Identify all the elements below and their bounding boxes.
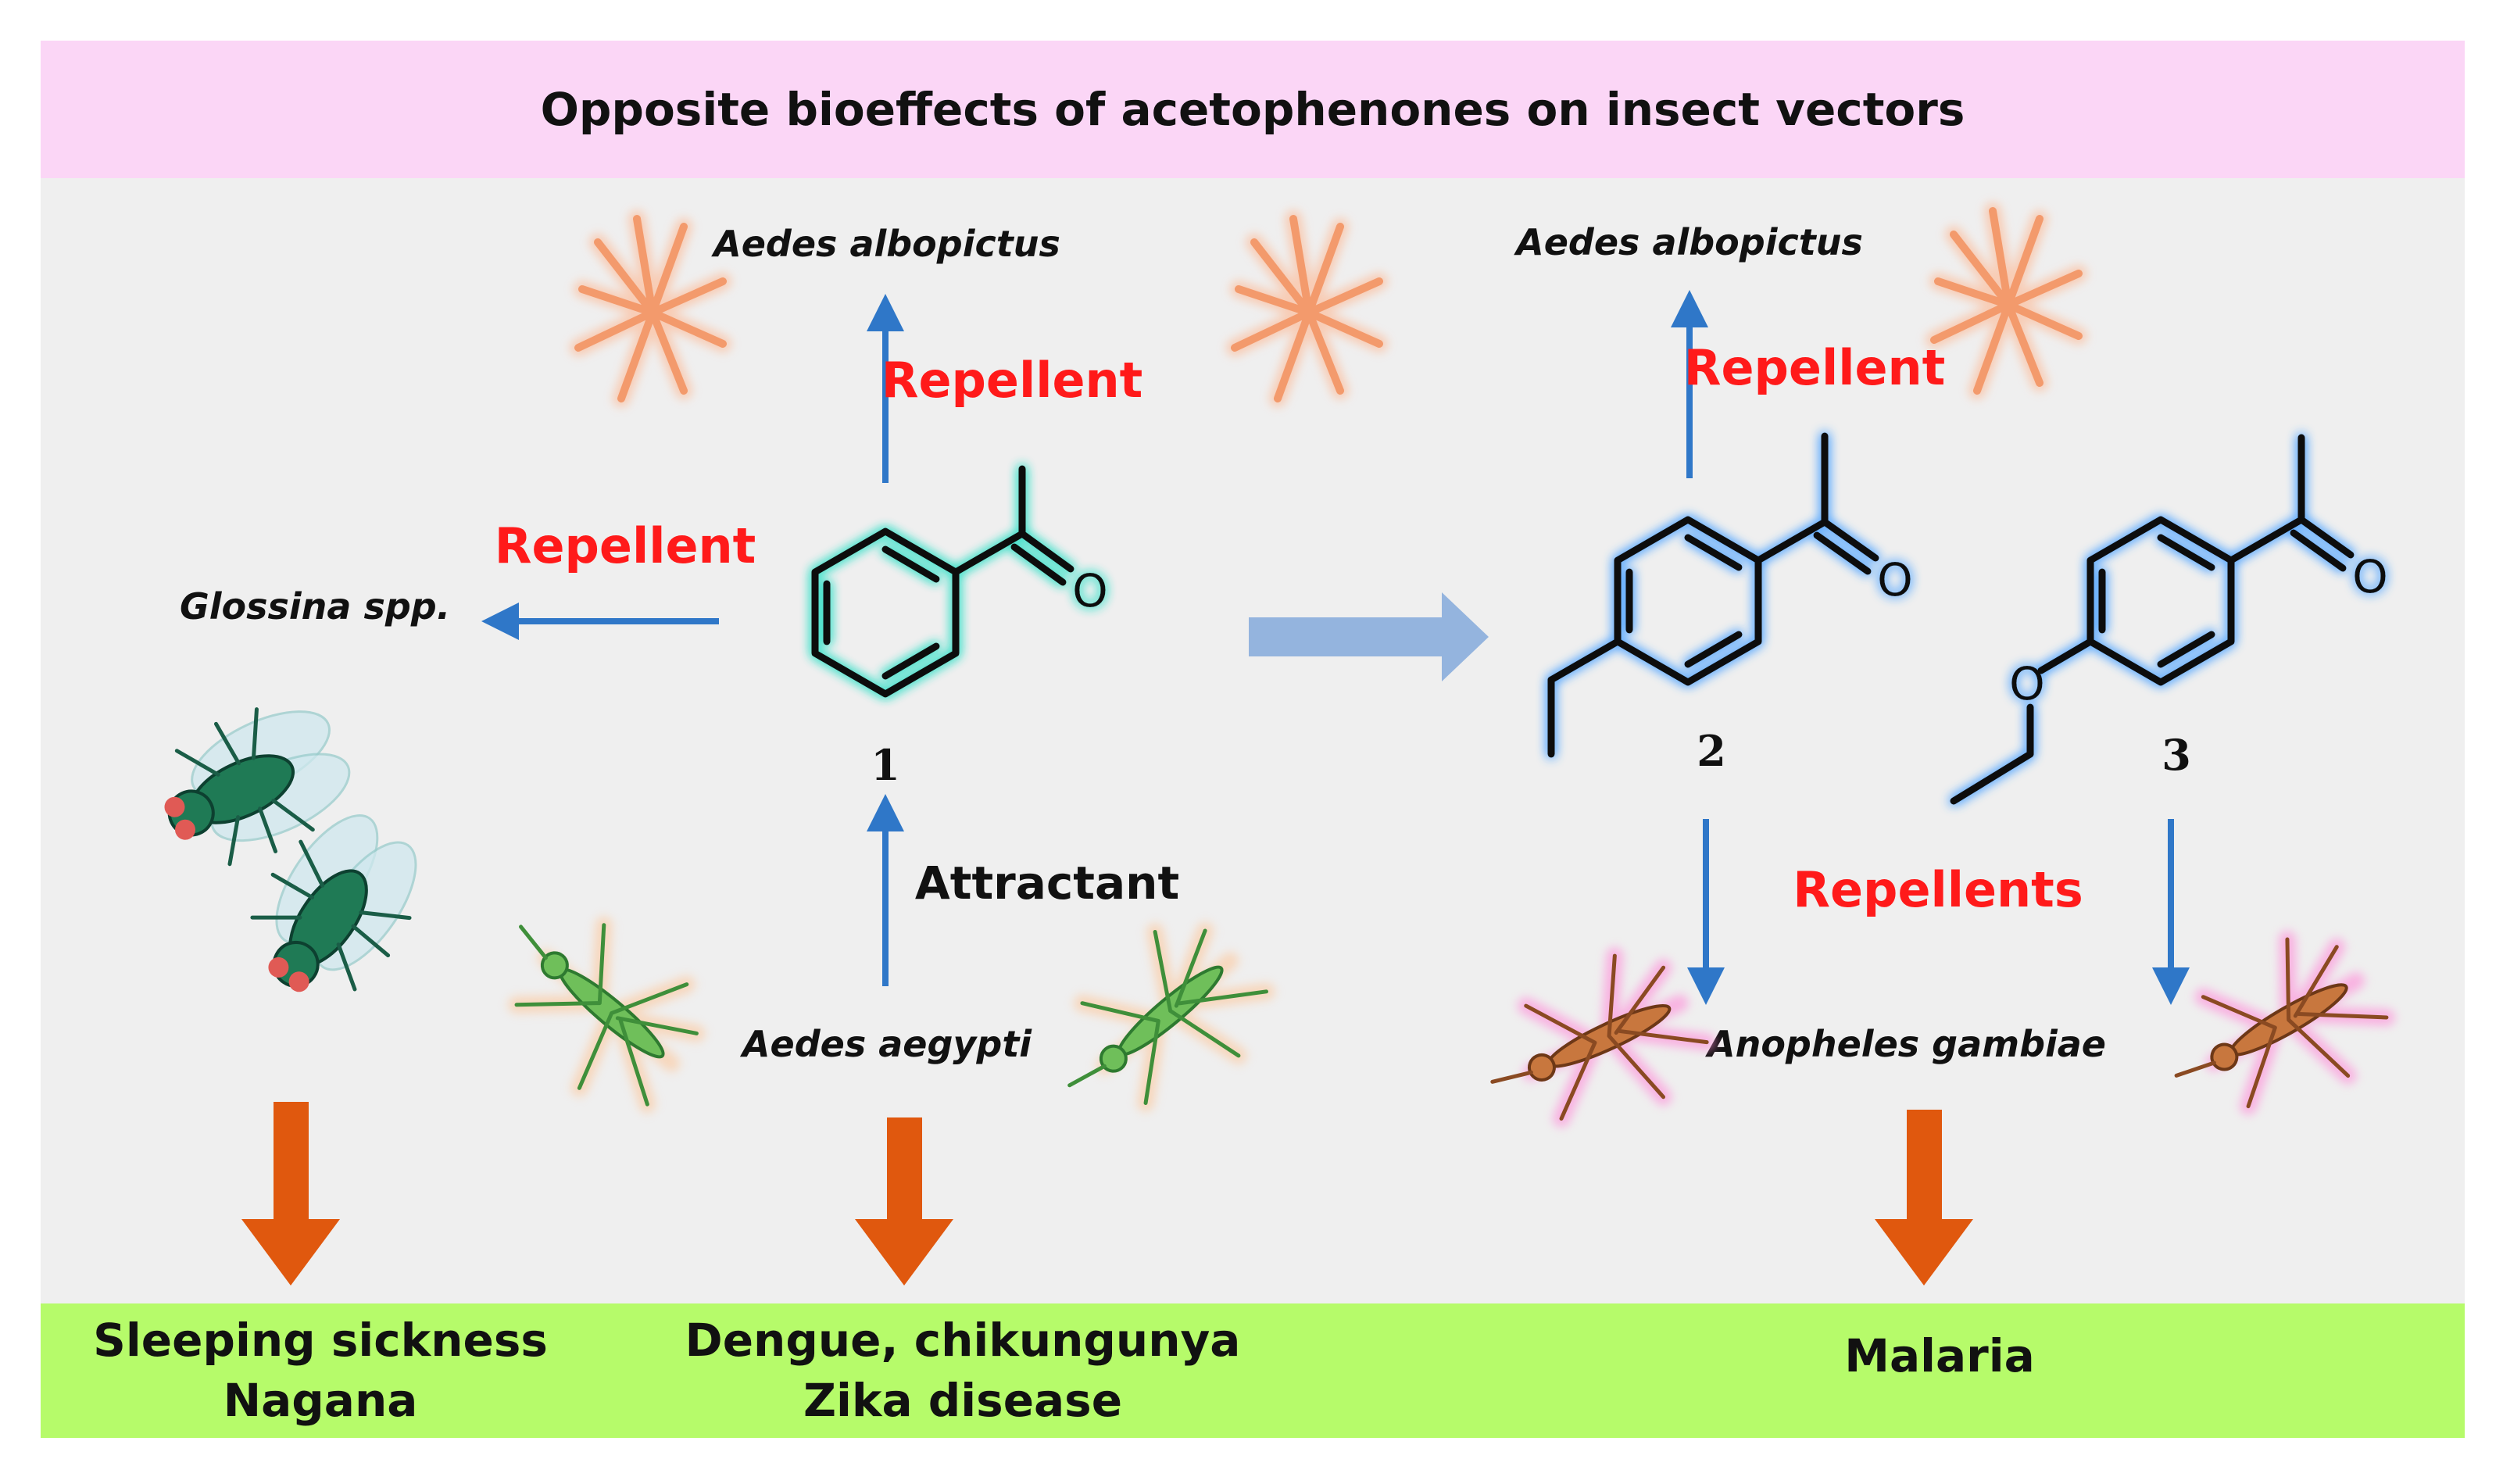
svg-text:O: O xyxy=(2352,550,2388,603)
compound-3-structure: O O xyxy=(1950,434,2388,805)
disease-dengue-line2: Zika disease xyxy=(803,1374,1122,1427)
compound-1-label: 1 xyxy=(871,740,900,790)
disease-band xyxy=(41,1303,2465,1438)
larva-icon xyxy=(1226,210,1388,407)
effect-repellent-top-right: Repellent xyxy=(1684,339,1946,396)
compound-2-label: 2 xyxy=(1697,726,1726,776)
effect-repellent-glossina: Repellent xyxy=(495,517,756,574)
compound-1-structure: O xyxy=(811,465,1108,698)
title-banner xyxy=(41,41,2465,178)
fly-icon xyxy=(164,707,351,867)
species-aedes-albopictus-right: Aedes albopictus xyxy=(1514,221,1863,263)
disease-dengue-line1: Dengue, chikungunya xyxy=(685,1314,1241,1367)
page-title: Opposite bioeffects of acetophenones on … xyxy=(541,83,1965,136)
disease-sleeping-line2: Nagana xyxy=(223,1374,418,1427)
mosquito-icon xyxy=(1067,921,1275,1112)
svg-text:O: O xyxy=(1877,553,1913,606)
mosquito-icon xyxy=(508,916,706,1114)
svg-text:O: O xyxy=(1072,564,1108,617)
species-aedes-albopictus-left: Aedes albopictus xyxy=(711,223,1060,265)
fly-icon xyxy=(250,814,417,992)
transition-arrow xyxy=(1249,592,1489,681)
disease-arrow-dengue xyxy=(855,1117,953,1286)
larva-icon xyxy=(570,210,731,407)
disease-sleeping-line1: Sleeping sickness xyxy=(93,1314,548,1367)
compound-3-label: 3 xyxy=(2162,730,2191,780)
effect-repellent-top-left: Repellent xyxy=(881,352,1143,409)
disease-arrow-malaria xyxy=(1875,1110,1973,1286)
larva-icon xyxy=(1926,202,2087,399)
effect-attractant: Attractant xyxy=(915,856,1179,910)
mosquito-icon xyxy=(1490,947,1716,1128)
species-aedes-aegypti: Aedes aegypti xyxy=(740,1023,1032,1065)
compound-2-structure: O xyxy=(1547,432,1913,758)
disease-arrow-sleeping xyxy=(241,1102,340,1286)
species-glossina: Glossina spp. xyxy=(180,585,450,628)
species-anopheles: Anopheles gambiae xyxy=(1705,1023,2106,1065)
mosquito-icon xyxy=(2174,931,2395,1115)
effect-repellents-anopheles: Repellents xyxy=(1793,861,2083,918)
svg-text:O: O xyxy=(2009,657,2045,710)
disease-malaria: Malaria xyxy=(1844,1329,2035,1382)
panel-background xyxy=(41,178,2465,1303)
